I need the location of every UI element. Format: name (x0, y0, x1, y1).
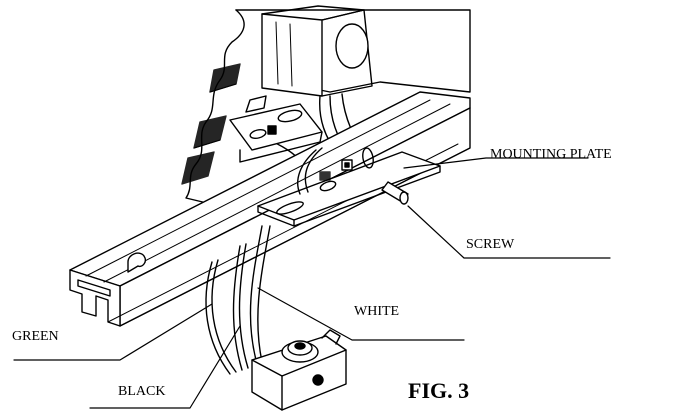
leader-white (257, 287, 465, 341)
leader-mounting-plate (403, 157, 589, 169)
ceiling-cutout (181, 9, 471, 211)
label-mounting-plate: MOUNTING PLATE (490, 147, 612, 162)
label-white: WHITE (354, 304, 400, 319)
ceiling-bracket (229, 95, 323, 163)
leader-green (13, 303, 213, 361)
socket-holder (251, 329, 347, 411)
label-screw: SCREW (466, 237, 515, 252)
leader-black (89, 325, 241, 409)
leader-screw (407, 205, 611, 259)
figure-caption: FIG. 3 (408, 378, 470, 403)
fixture-wires (205, 147, 323, 375)
mounting-plate (257, 147, 441, 227)
junction-box (261, 5, 373, 97)
screw-drawing (381, 181, 409, 205)
label-black: BLACK (118, 384, 166, 399)
label-green: GREEN (12, 329, 59, 344)
leader-lines (13, 157, 611, 409)
